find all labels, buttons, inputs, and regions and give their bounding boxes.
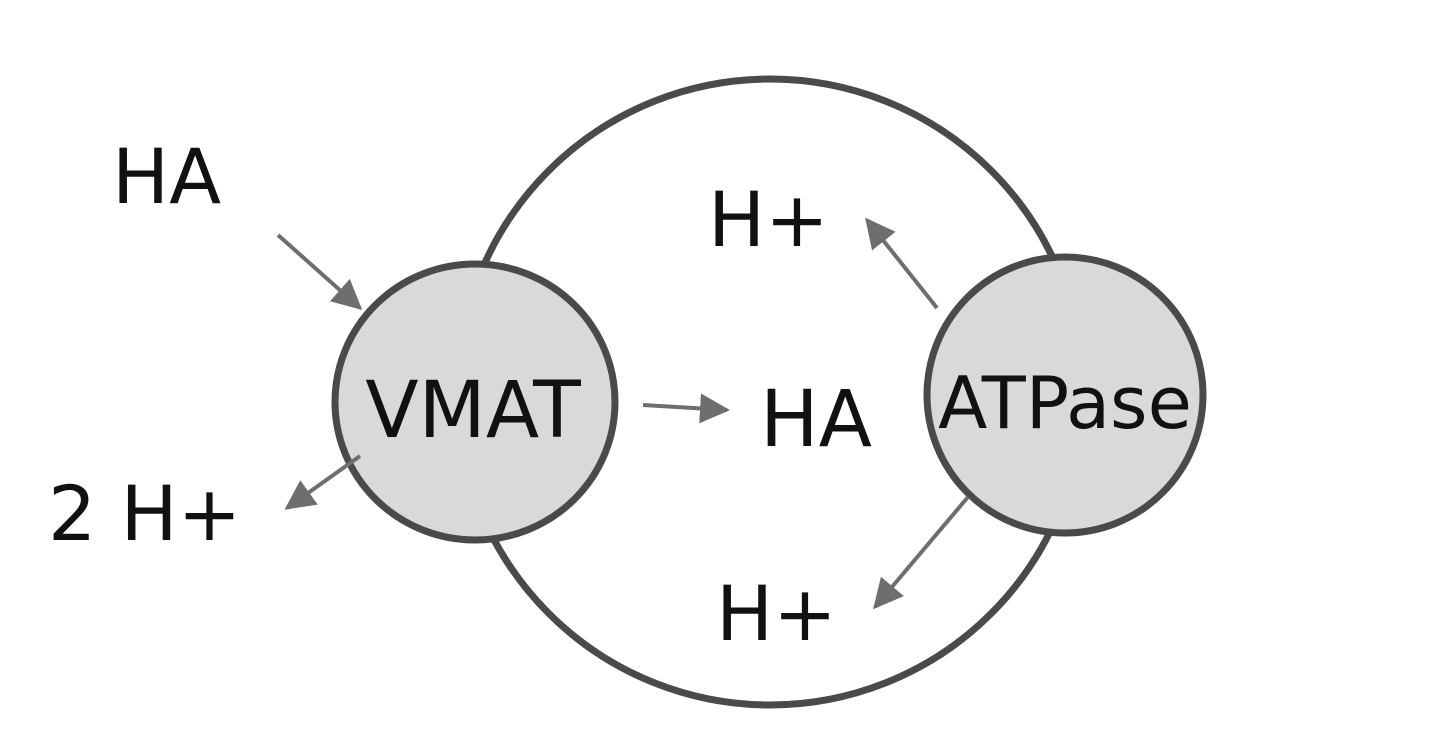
arrow-atpase-to-h-top xyxy=(865,217,939,310)
arrow-atpase-to-h-bottom xyxy=(873,495,970,610)
label-h-plus-bottom: H+ xyxy=(716,569,837,658)
label-ha-outside: HA xyxy=(112,132,221,221)
label-2h-plus: 2 H+ xyxy=(48,469,241,558)
vmat-circle xyxy=(331,260,619,544)
atpase-label: ATPase xyxy=(938,361,1192,445)
atpase-circle xyxy=(923,253,1207,537)
vmat-label: VMAT xyxy=(365,366,581,456)
arrow-vmat-to-ha-inside xyxy=(642,393,730,424)
label-h-plus-top: H+ xyxy=(708,175,829,264)
vmat-protein: VMAT xyxy=(331,260,619,544)
arrow-ha-into-vmat xyxy=(276,233,363,310)
atpase-protein: ATPase xyxy=(923,253,1207,537)
label-ha-inside: HA xyxy=(760,375,872,465)
arrow-vmat-to-2h xyxy=(284,454,362,510)
